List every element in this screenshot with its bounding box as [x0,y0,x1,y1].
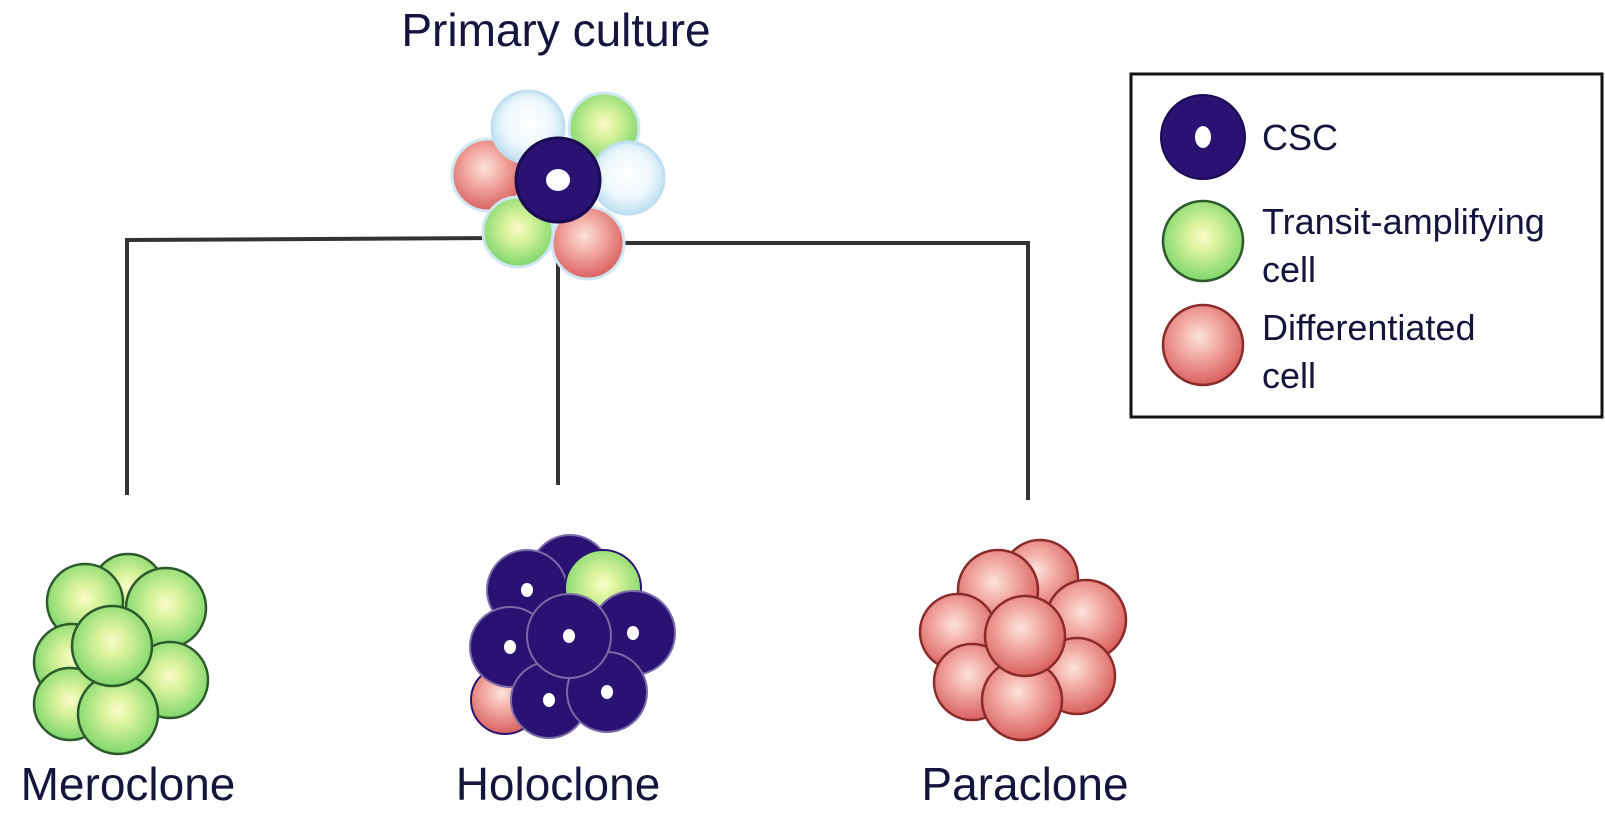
transit-amplifying-cell [70,604,154,688]
paraclone-label: Paraclone [921,758,1128,810]
legend-transit-label-line2: cell [1262,249,1316,290]
csc-nucleus [627,626,639,640]
csc-nucleus [521,583,533,597]
legend-csc-nucleus [1195,126,1211,148]
connector-to-paraclone [600,241,1030,500]
legend: CSC Transit-amplifying cell Differentiat… [1129,72,1604,419]
legend-transit-swatch [1161,199,1245,283]
csc-nucleus [546,169,570,191]
holoclone-cluster [469,534,676,739]
csc-nucleus [504,640,516,654]
legend-differentiated-swatch [1161,303,1245,387]
legend-csc-label: CSC [1262,117,1338,158]
csc-nucleus [543,693,555,707]
differentiated-cell [983,594,1067,678]
light-cell [590,140,666,216]
primary-culture-cluster [450,89,666,281]
legend-differentiated-label-line2: cell [1262,355,1316,396]
paraclone-cluster [918,538,1128,742]
primary-culture-title: Primary culture [401,4,710,56]
meroclone-cluster [32,552,210,756]
csc-nucleus [601,685,613,699]
connector-to-meroclone [125,236,501,495]
legend-transit-label-line1: Transit-amplifying [1262,201,1545,242]
legend-differentiated-label-line1: Differentiated [1262,307,1475,348]
meroclone-label: Meroclone [21,758,236,810]
csc-nucleus [563,629,575,643]
holoclone-label: Holoclone [456,758,661,810]
